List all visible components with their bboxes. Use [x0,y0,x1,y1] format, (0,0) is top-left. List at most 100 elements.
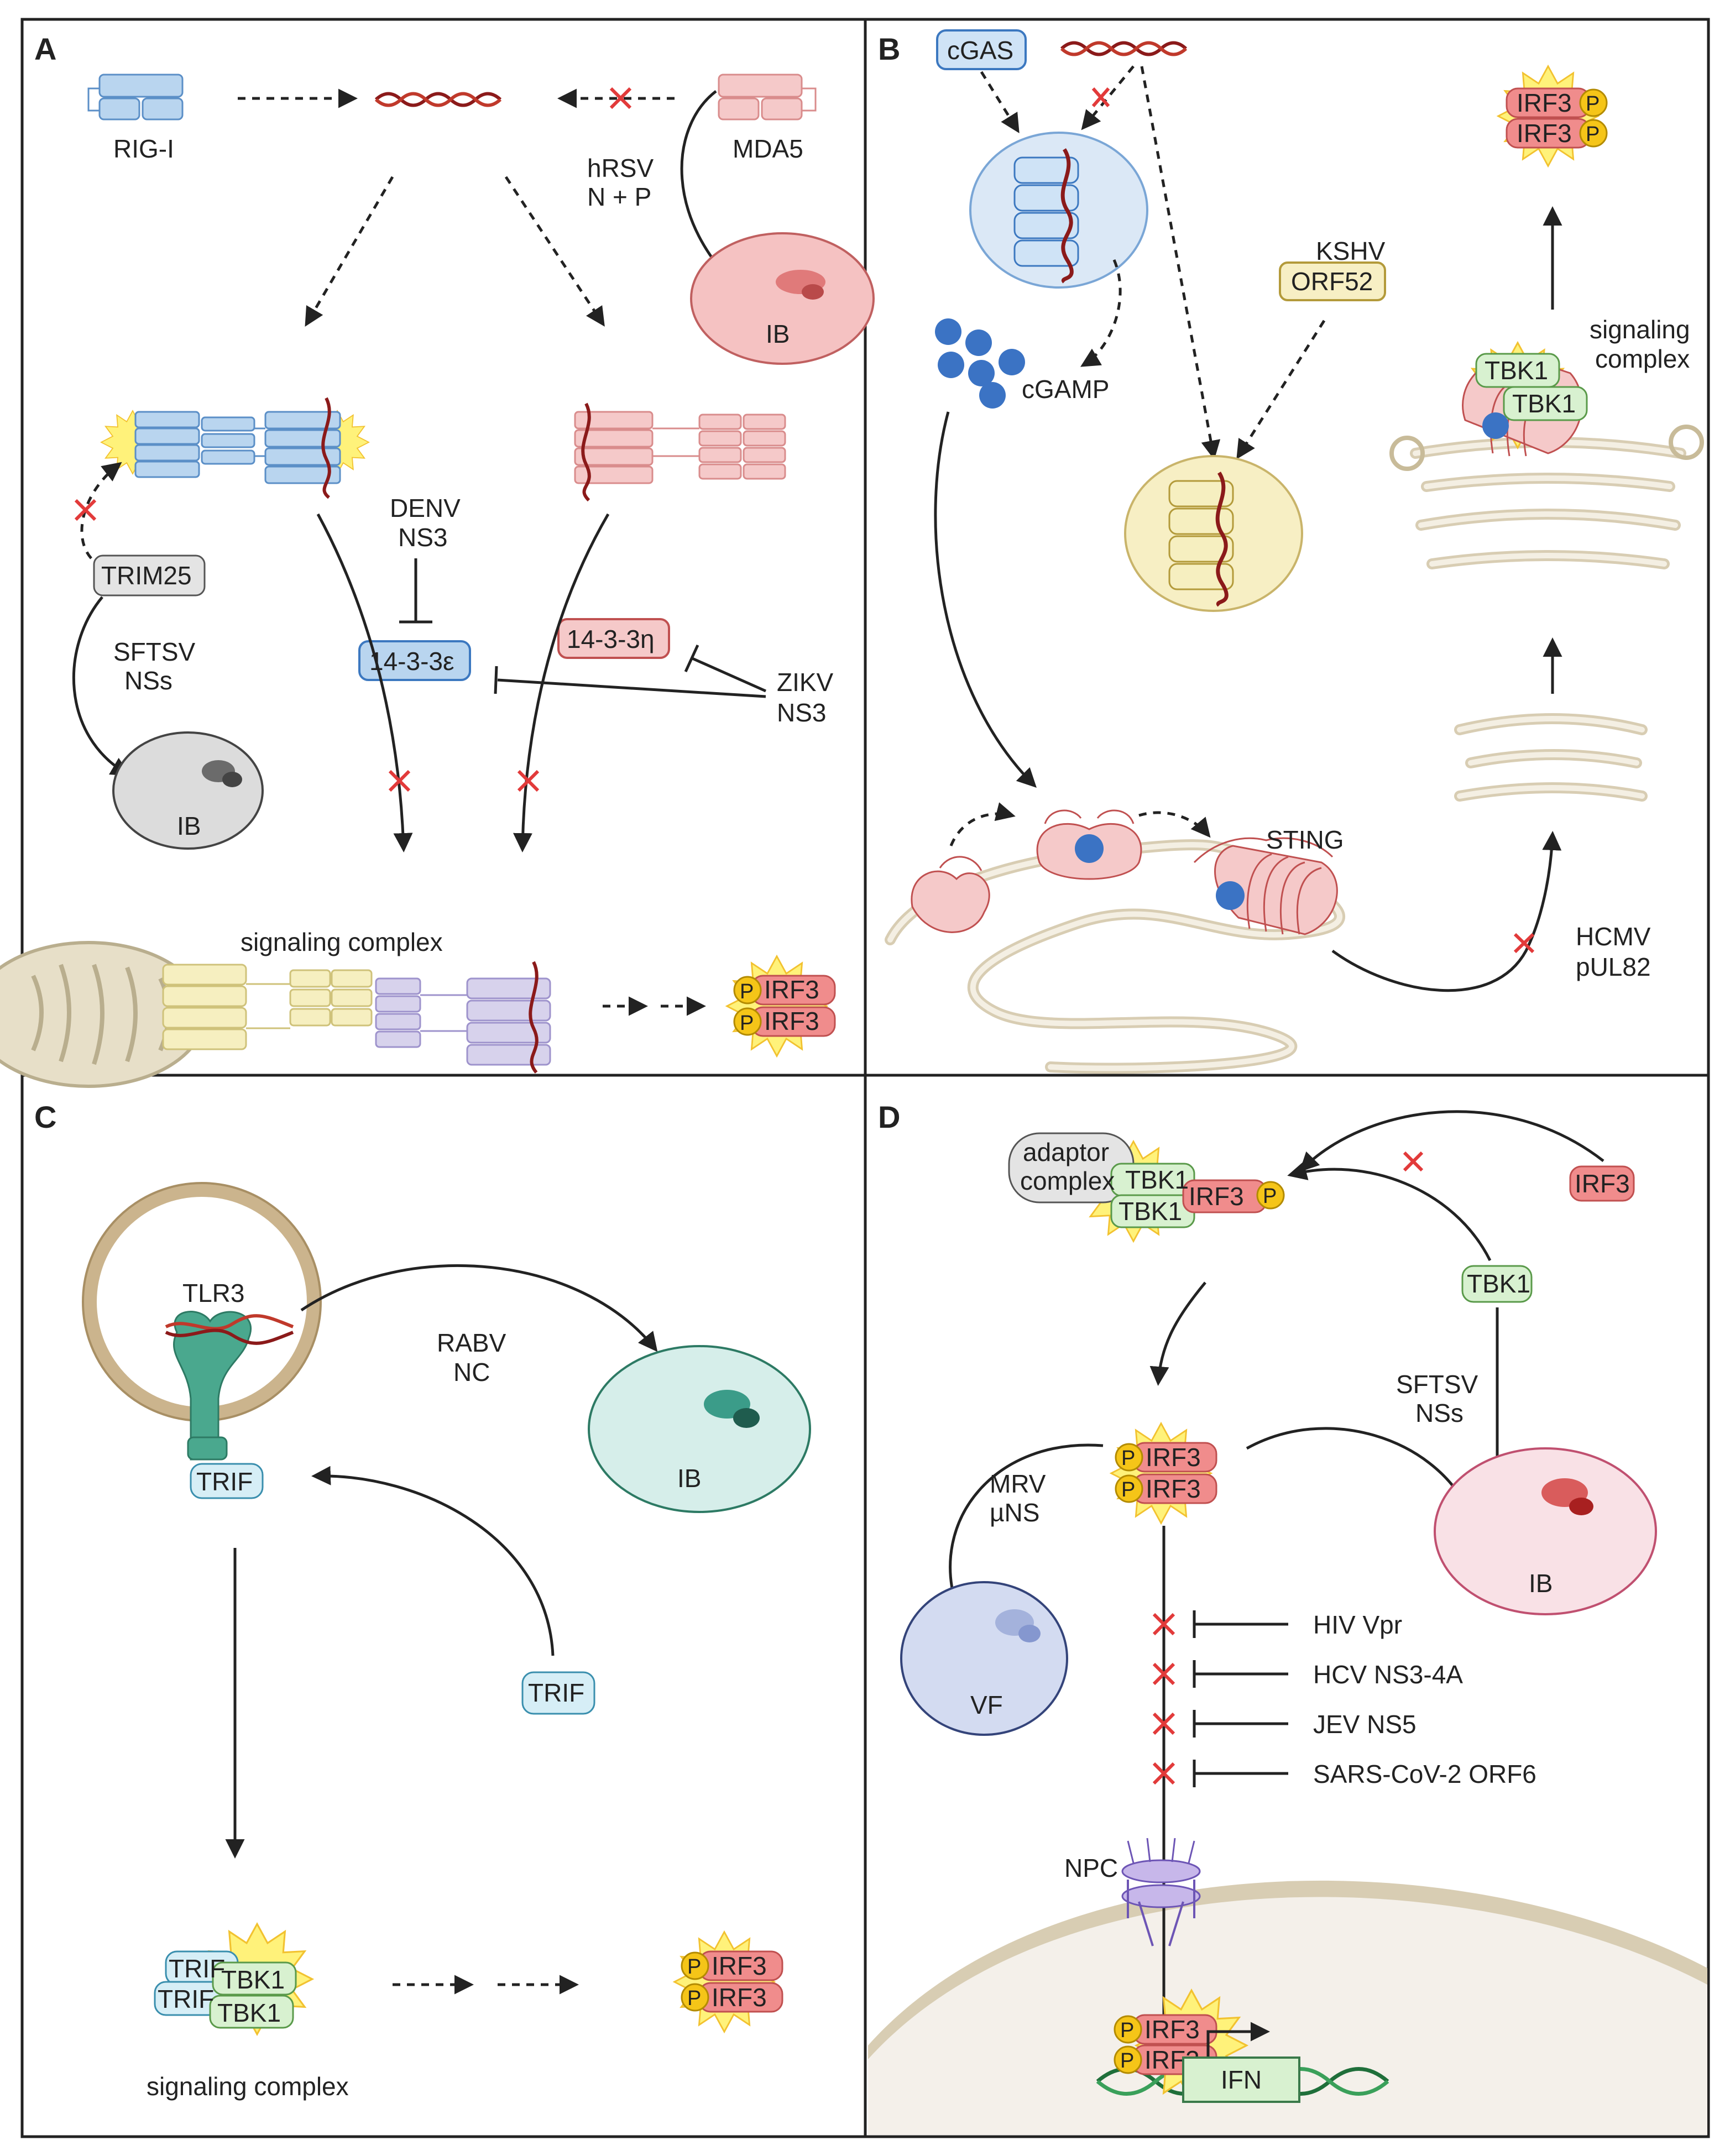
rabv-label: RABV [437,1328,506,1357]
npc-label: NPC [1064,1854,1118,1882]
inhibitor-hiv-vpr: HIV Vpr [1313,1610,1402,1639]
inhibition-x-mark [517,770,540,792]
arrow-rna-to-rigi-filament [305,176,394,327]
cgas-box [936,29,1027,70]
inhibition-x-mark [1152,1613,1175,1636]
svg-text:P: P [740,980,754,1003]
svg-text:P: P [687,1955,701,1979]
sftsv-nss-label: NSs [124,666,173,695]
arrow-cgamp-to-sting [934,411,1037,788]
svg-text:TBK1: TBK1 [217,1998,281,2027]
arrow-tbk1-to-complex [1287,1161,1492,1262]
trif-free-label: TRIF [528,1678,584,1707]
svg-text:IRF3: IRF3 [712,1951,767,1980]
svg-text:IRF3: IRF3 [1517,119,1572,148]
svg-text:P: P [687,1987,701,2010]
sting-monomer [911,856,990,933]
hcmv-label: HCMV [1576,922,1651,951]
inhibition-x-mark [1152,1762,1175,1785]
svg-text:P: P [740,1012,754,1035]
phospho-irf3-dimer: P P IRF3 IRF3 [1110,1422,1217,1524]
trif-box-bound [190,1463,264,1499]
panel-d-letter: D [878,1100,900,1134]
svg-text:P: P [1120,2019,1134,2042]
mrv-label: MRV [990,1469,1046,1498]
zikv-inhibition-epsilon [497,678,766,698]
inhibition-x-mark [609,87,632,109]
svg-text:TBK1: TBK1 [221,1965,285,1994]
panel-c: C TLR3 TRIF RABV NC IB TRIF [34,1100,811,2101]
endosome [82,1182,322,1422]
hrsv-label: hRSV [587,154,654,182]
inhibition-x-mark [1513,933,1535,954]
trif-box-free [521,1671,595,1715]
panel-b: B cGAS cGAMP KSHV ORF52 [878,29,1704,1074]
mda5-protein [718,74,817,121]
svg-text:P: P [1263,1185,1277,1208]
kshv-label: KSHV [1316,237,1386,265]
protein-14-3-3-eta [557,618,670,659]
arrow-sting-1 [949,802,1016,846]
mavs-signaling-complex [162,961,551,1074]
sting-tbk1-signaling-complex: TBK1 TBK1 [1462,342,1588,457]
arrow-pirf3-to-vf [942,1443,1104,1610]
transcription-start-arrow [1206,2022,1270,2056]
irf3-free-box [1569,1165,1635,1202]
ib-label-rabv: IB [677,1464,701,1493]
phospho-irf3-dimer: IRF3 IRF3 P P [1497,65,1608,167]
ib-label-sftsv: IB [177,812,201,840]
inhibition-x-mark [388,770,411,792]
protein-14-3-3-epsilon [358,640,471,681]
tbk1-free-label: TBK1 [1467,1269,1530,1298]
arrow-tlr3-to-ib [300,1264,658,1352]
panel-d: D adaptor complex TBK1 TBK1 IRF3 P IRF3 … [868,1100,1707,2135]
arrow-trim25-to-ib [72,596,131,776]
trim25-box [93,554,206,596]
adaptor-tbk1-irf3-complex: adaptor complex TBK1 TBK1 IRF3 P [1008,1132,1285,1242]
vf-label: VF [970,1691,1003,1719]
svg-text:complex: complex [1020,1166,1115,1195]
svg-text:P: P [1586,123,1600,146]
ergic-vesicle [1454,713,1648,802]
arrow-sting-2 [1138,811,1211,838]
zikv-inhibition-eta [690,656,767,693]
inhibition-x-mark [1152,1712,1175,1735]
denv-ns3-label: NS3 [398,523,447,552]
svg-text:TRIF: TRIF [169,1954,225,1983]
nucleus [868,1880,1707,2135]
signaling-complex-label: signaling complex [147,2072,349,2101]
svg-text:IRF3: IRF3 [764,975,819,1004]
cgas-dna-droplet [969,132,1148,289]
arrow-trim25-to-rigi [80,462,122,559]
inhibition-x-mark [74,499,97,521]
mrv-mns-label: µNS [990,1498,1039,1527]
irf3-free-label: IRF3 [1575,1169,1630,1198]
viral-dna [1062,43,1186,55]
sting-label: STING [1266,825,1344,854]
svg-text:P: P [1120,2049,1134,2073]
svg-text:IRF3: IRF3 [1517,88,1572,117]
endoplasmic-reticulum [885,839,1345,1074]
svg-text:P: P [1121,1478,1135,1501]
viral-rna [376,94,500,106]
complex-label: complex [1595,344,1690,373]
inhibitor-hcv-ns3-4a: HCV NS3-4A [1313,1660,1463,1689]
arrow-to-cgamp [1080,259,1122,367]
ib-label-sftsv: IB [1529,1569,1553,1598]
sting-oligomer [1193,837,1338,935]
arrow-trif-recruit [311,1466,555,1656]
tbk1-free-box [1461,1265,1533,1303]
signaling-complex-label: signaling complex [241,928,443,956]
svg-text:TBK1: TBK1 [1485,356,1548,385]
orf52-label: ORF52 [1291,267,1373,296]
panel-a-letter: A [34,32,56,66]
hcmv-pul82-label: pUL82 [1576,953,1651,981]
arrow-orf52-to-droplet [1236,320,1326,459]
sftsv-label: SFTSV [1396,1370,1478,1399]
inclusion-body-hrsv [690,232,875,365]
protein-14-3-3-epsilon-label: 14-3-3ε [369,647,454,676]
panel-c-letter: C [34,1100,56,1134]
inhibition-x-mark [1091,87,1110,107]
sting-dimer [1036,809,1142,880]
